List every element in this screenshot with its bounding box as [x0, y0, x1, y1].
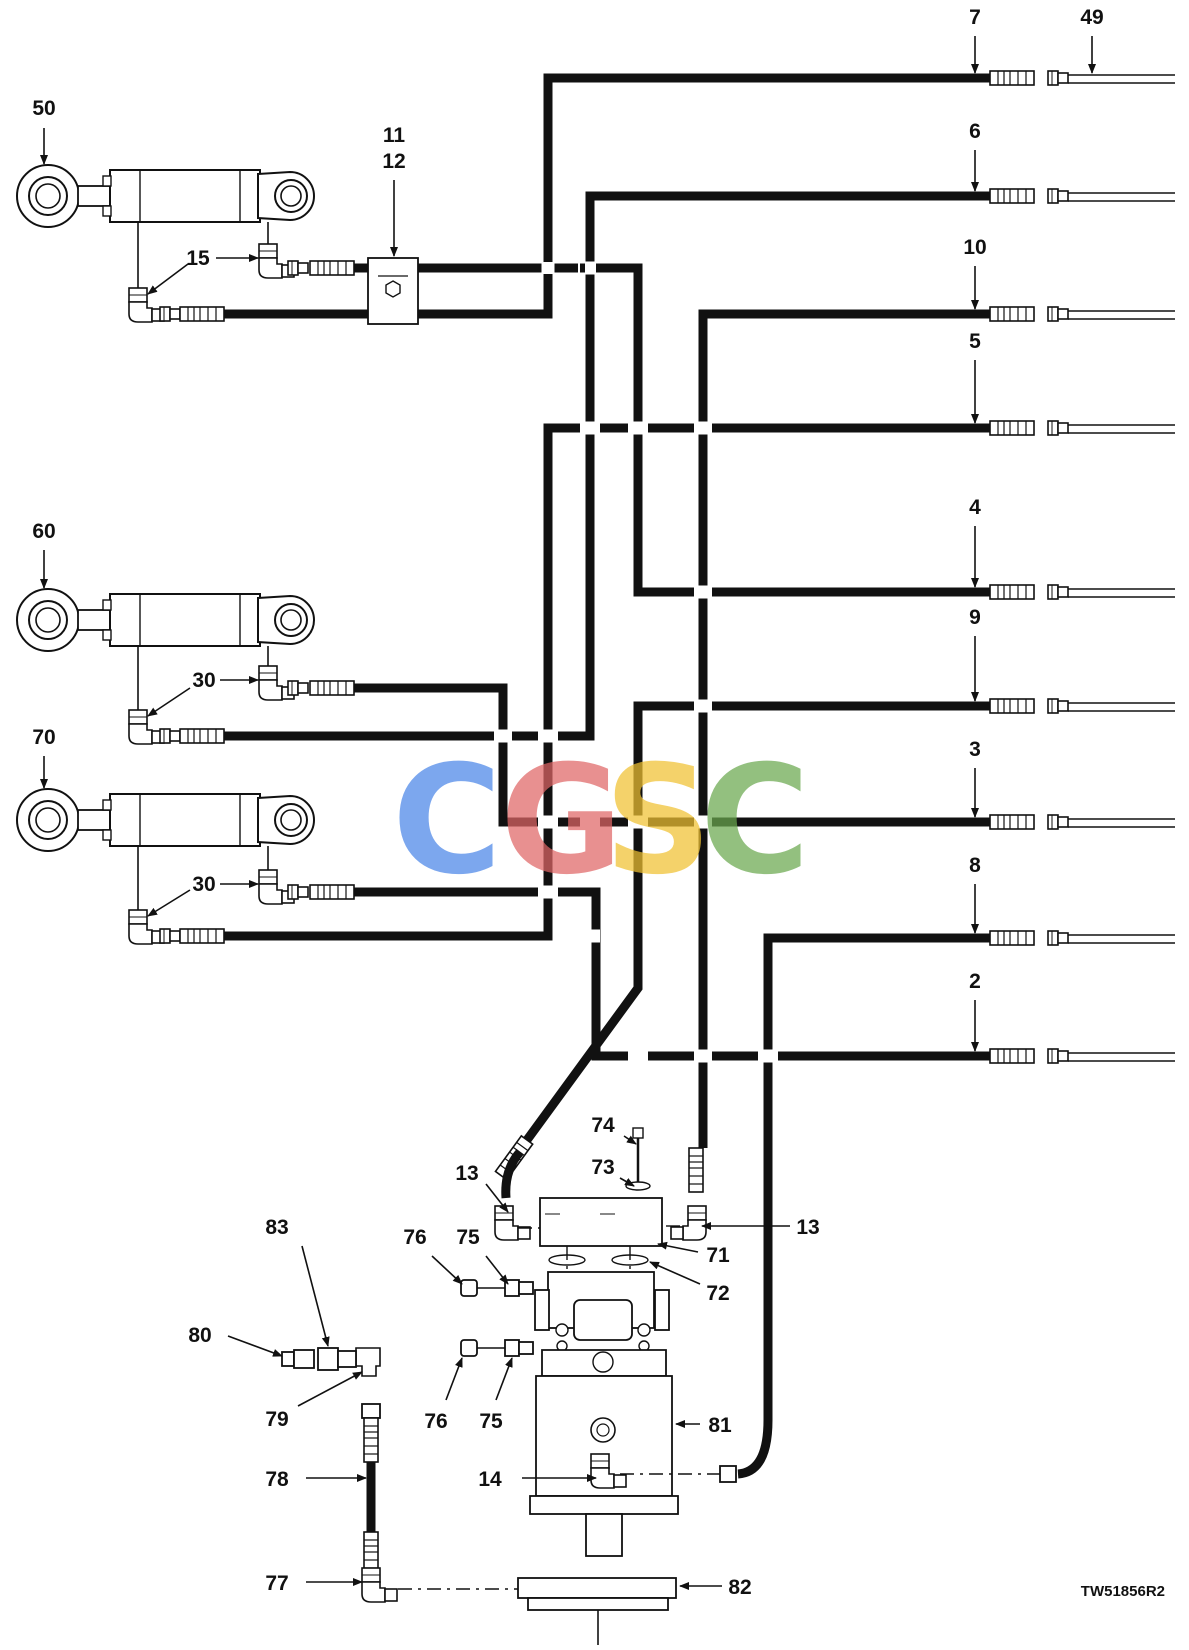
- callout-80: 80: [188, 1324, 211, 1347]
- hose-5: [203, 423, 990, 941]
- hose-6: [203, 191, 990, 741]
- cylinder-ports: [128, 222, 355, 945]
- callout-71: 71: [706, 1244, 730, 1267]
- leader-lines: [40, 36, 1096, 1590]
- hose-10: [698, 309, 990, 1148]
- callout-6: 6: [969, 120, 981, 143]
- watermark-letter-4: C: [700, 734, 810, 908]
- hose-3: [328, 683, 990, 827]
- callout-74: 74: [591, 1114, 615, 1137]
- callout-4: 4: [969, 496, 981, 519]
- fitting-75-76-upper: [460, 1279, 534, 1297]
- callout-7: 7: [969, 6, 981, 29]
- hose-lines: [203, 73, 990, 1420]
- callout-10: 10: [963, 236, 986, 259]
- callout-76-lower: 76: [424, 1410, 447, 1433]
- pump-assembly: [460, 1127, 773, 1645]
- cylinder-60: [16, 588, 315, 652]
- callout-75-upper: 75: [456, 1226, 480, 1249]
- callout-2: 2: [969, 970, 981, 993]
- callout-72: 72: [706, 1282, 729, 1305]
- callout-14: 14: [478, 1468, 502, 1491]
- hose-8: [763, 933, 990, 1420]
- callout-13-right: 13: [796, 1216, 819, 1239]
- callout-75-lower: 75: [479, 1410, 503, 1433]
- fitting-75-76-lower: [460, 1339, 534, 1357]
- watermark-letter-1: C: [392, 734, 502, 908]
- callout-73: 73: [591, 1156, 614, 1179]
- callout-8: 8: [969, 854, 981, 877]
- callout-77: 77: [265, 1572, 288, 1595]
- callout-49: 49: [1080, 6, 1103, 29]
- callout-81: 81: [708, 1414, 732, 1437]
- elbow-15-b: [128, 287, 165, 323]
- thin-tubes: [1068, 74, 1175, 1062]
- crossover-gaps: [494, 261, 778, 1063]
- hose-2: [328, 887, 990, 1061]
- callout-82: 82: [728, 1576, 751, 1599]
- callout-30-lower: 30: [192, 873, 215, 896]
- elbow-30-d: [128, 909, 165, 945]
- callout-12: 12: [382, 150, 405, 173]
- callout-50: 50: [32, 97, 55, 120]
- cylinder-70: [16, 788, 315, 852]
- callout-11: 11: [383, 124, 406, 147]
- callout-79: 79: [265, 1408, 288, 1431]
- callout-3: 3: [969, 738, 981, 761]
- hose-9: [523, 701, 990, 1143]
- cylinder-50: [16, 164, 315, 228]
- callout-9: 9: [969, 606, 981, 629]
- elbow-30-b: [128, 709, 165, 745]
- callout-5: 5: [969, 330, 981, 353]
- figure-id: TW51856R2: [1081, 1583, 1165, 1600]
- callout-78: 78: [265, 1468, 289, 1491]
- callout-76-upper: 76: [403, 1226, 426, 1249]
- callout-labels: 7 49 6 10 5 4 9 3 8 2 50 60 70 11 12 15 …: [32, 6, 1103, 1599]
- manifold-block-71: [539, 1197, 663, 1247]
- aux-line: [281, 1347, 518, 1603]
- hose-end-fittings: [989, 70, 1175, 1064]
- watermark: C G S C: [392, 734, 810, 908]
- callout-13-left: 13: [455, 1162, 478, 1185]
- callout-15: 15: [186, 247, 210, 270]
- callout-30-upper: 30: [192, 669, 215, 692]
- base-82: [517, 1577, 677, 1599]
- watermark-letter-2: G: [500, 734, 623, 908]
- callout-83: 83: [265, 1216, 288, 1239]
- watermark-letter-3: S: [604, 734, 712, 908]
- valve-11-12: [367, 257, 419, 325]
- callout-70: 70: [32, 726, 55, 749]
- callout-60: 60: [32, 520, 55, 543]
